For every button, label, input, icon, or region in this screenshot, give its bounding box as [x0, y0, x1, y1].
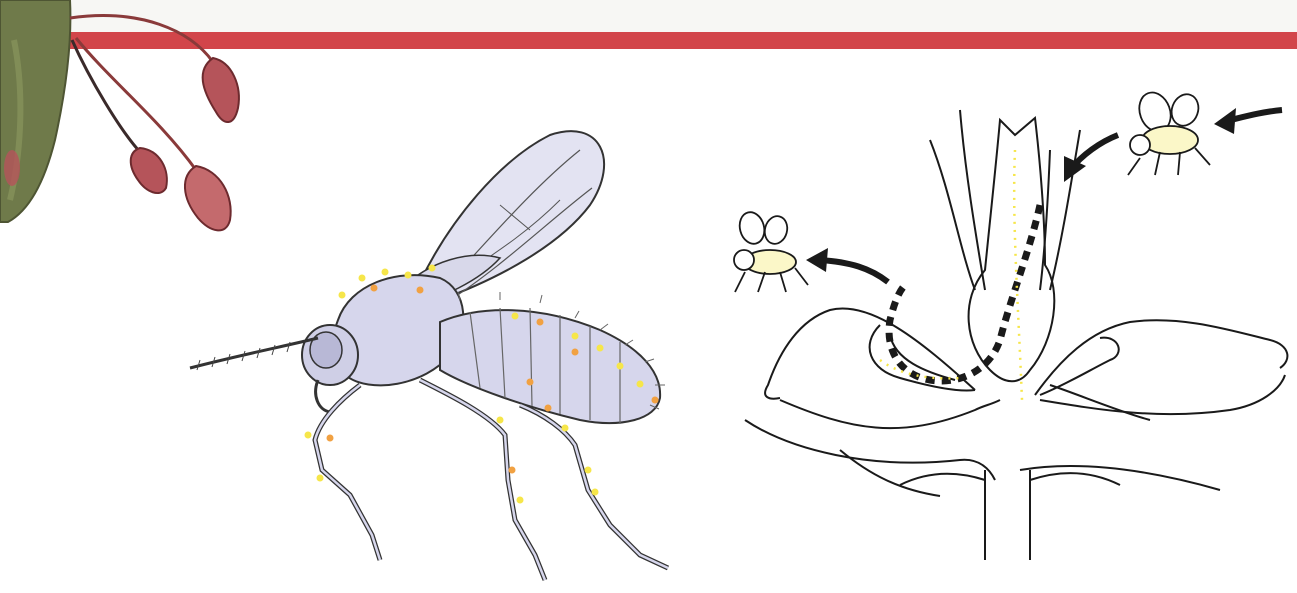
arrow-left-icon	[1214, 108, 1282, 134]
flower-base	[780, 400, 1000, 428]
flower-sepal	[1050, 130, 1080, 290]
fly-leg	[520, 405, 668, 568]
fly-antenna	[190, 338, 318, 368]
flower-bud	[131, 148, 167, 193]
flower-lip-right	[1035, 320, 1287, 395]
plant-buds	[0, 0, 239, 230]
fly-drawing	[190, 131, 668, 580]
flower-sepal	[930, 140, 975, 290]
flower-bud	[203, 58, 239, 122]
small-fly-icon	[734, 209, 808, 292]
small-fly-icon	[1128, 88, 1210, 175]
pollinator-path	[880, 150, 1040, 400]
flower-bud	[185, 166, 231, 230]
flower-sepal	[960, 110, 985, 290]
arrow-left-icon	[806, 248, 888, 282]
flower-leaf	[1020, 466, 1220, 490]
arrow-left-icon	[1064, 135, 1118, 182]
flower-cross-section	[745, 110, 1287, 560]
flower-column	[969, 118, 1055, 381]
